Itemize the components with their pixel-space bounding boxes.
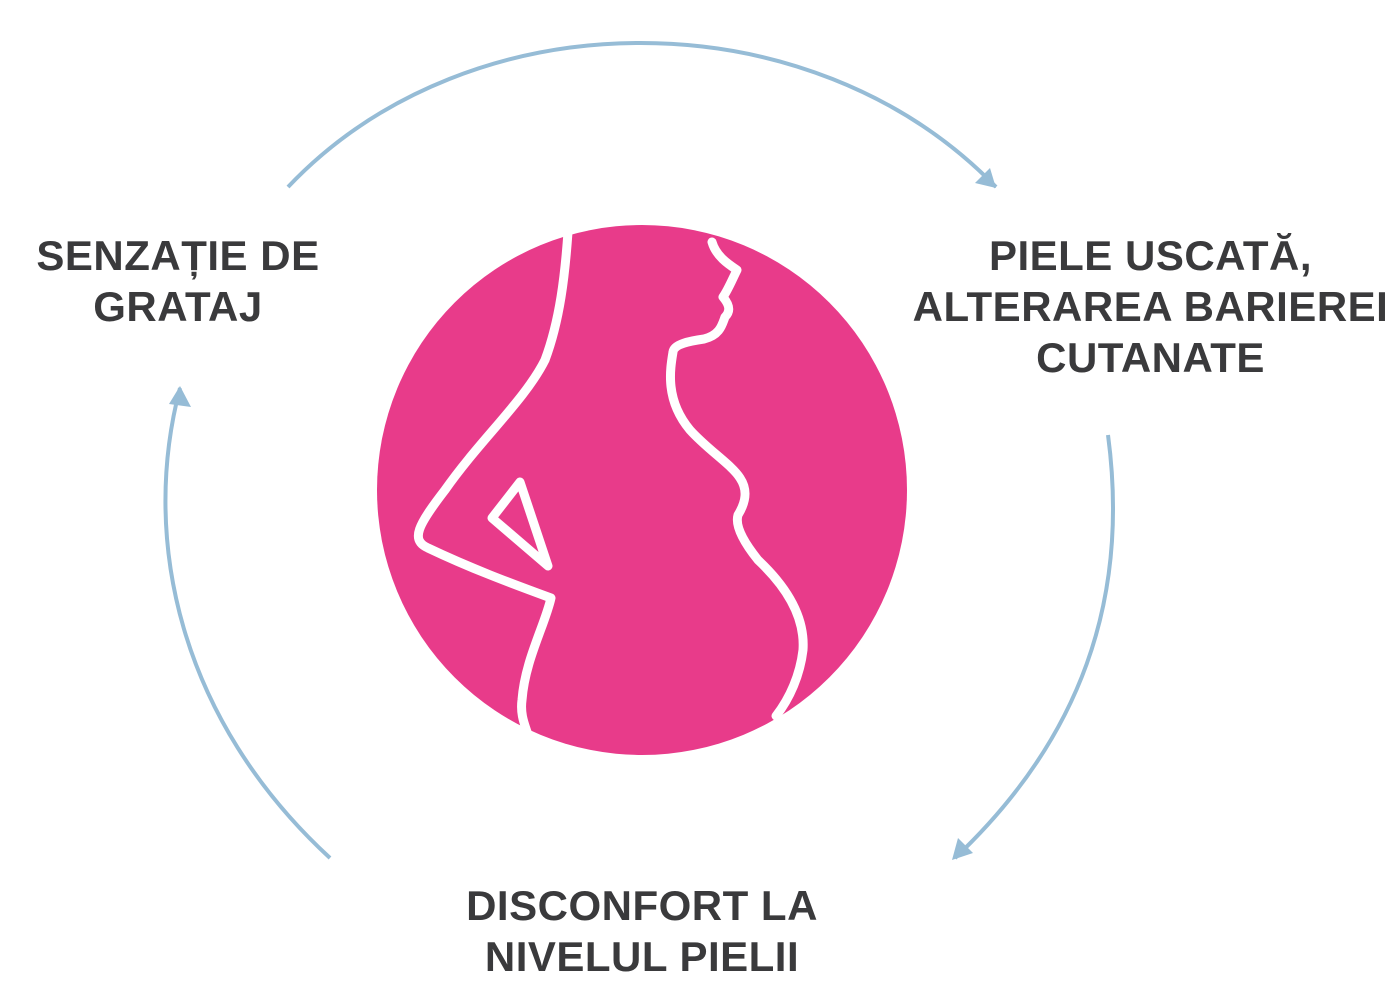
node-piele-uscata: PIELE USCATĂ, ALTERAREA BARIEREI CUTANAT… — [905, 230, 1396, 383]
arrow-right — [953, 434, 1115, 860]
node-label-line: PIELE USCATĂ, — [988, 232, 1313, 279]
arrow-top-head — [975, 168, 996, 188]
node-senzatie-de-grataj: SENZAȚIE DE GRATAJ — [0, 230, 356, 332]
node-label-line: NIVELUL PIELII — [484, 933, 800, 980]
arrow-left — [163, 387, 332, 860]
node-disconfort-piele: DISCONFORT LA NIVELUL PIELII — [392, 880, 892, 982]
node-label-line: DISCONFORT LA — [466, 882, 818, 929]
node-label-line: CUTANATE — [1036, 334, 1265, 381]
center-circle — [377, 225, 907, 755]
node-label-line: GRATAJ — [93, 283, 263, 330]
arrow-right-head — [952, 838, 973, 860]
pregnant-woman-silhouette-icon — [413, 227, 808, 740]
arrow-left-head — [169, 386, 191, 407]
arrow-top — [286, 41, 998, 189]
node-label-line: SENZAȚIE DE — [36, 232, 320, 279]
node-label-line: ALTERAREA BARIEREI — [912, 283, 1389, 330]
